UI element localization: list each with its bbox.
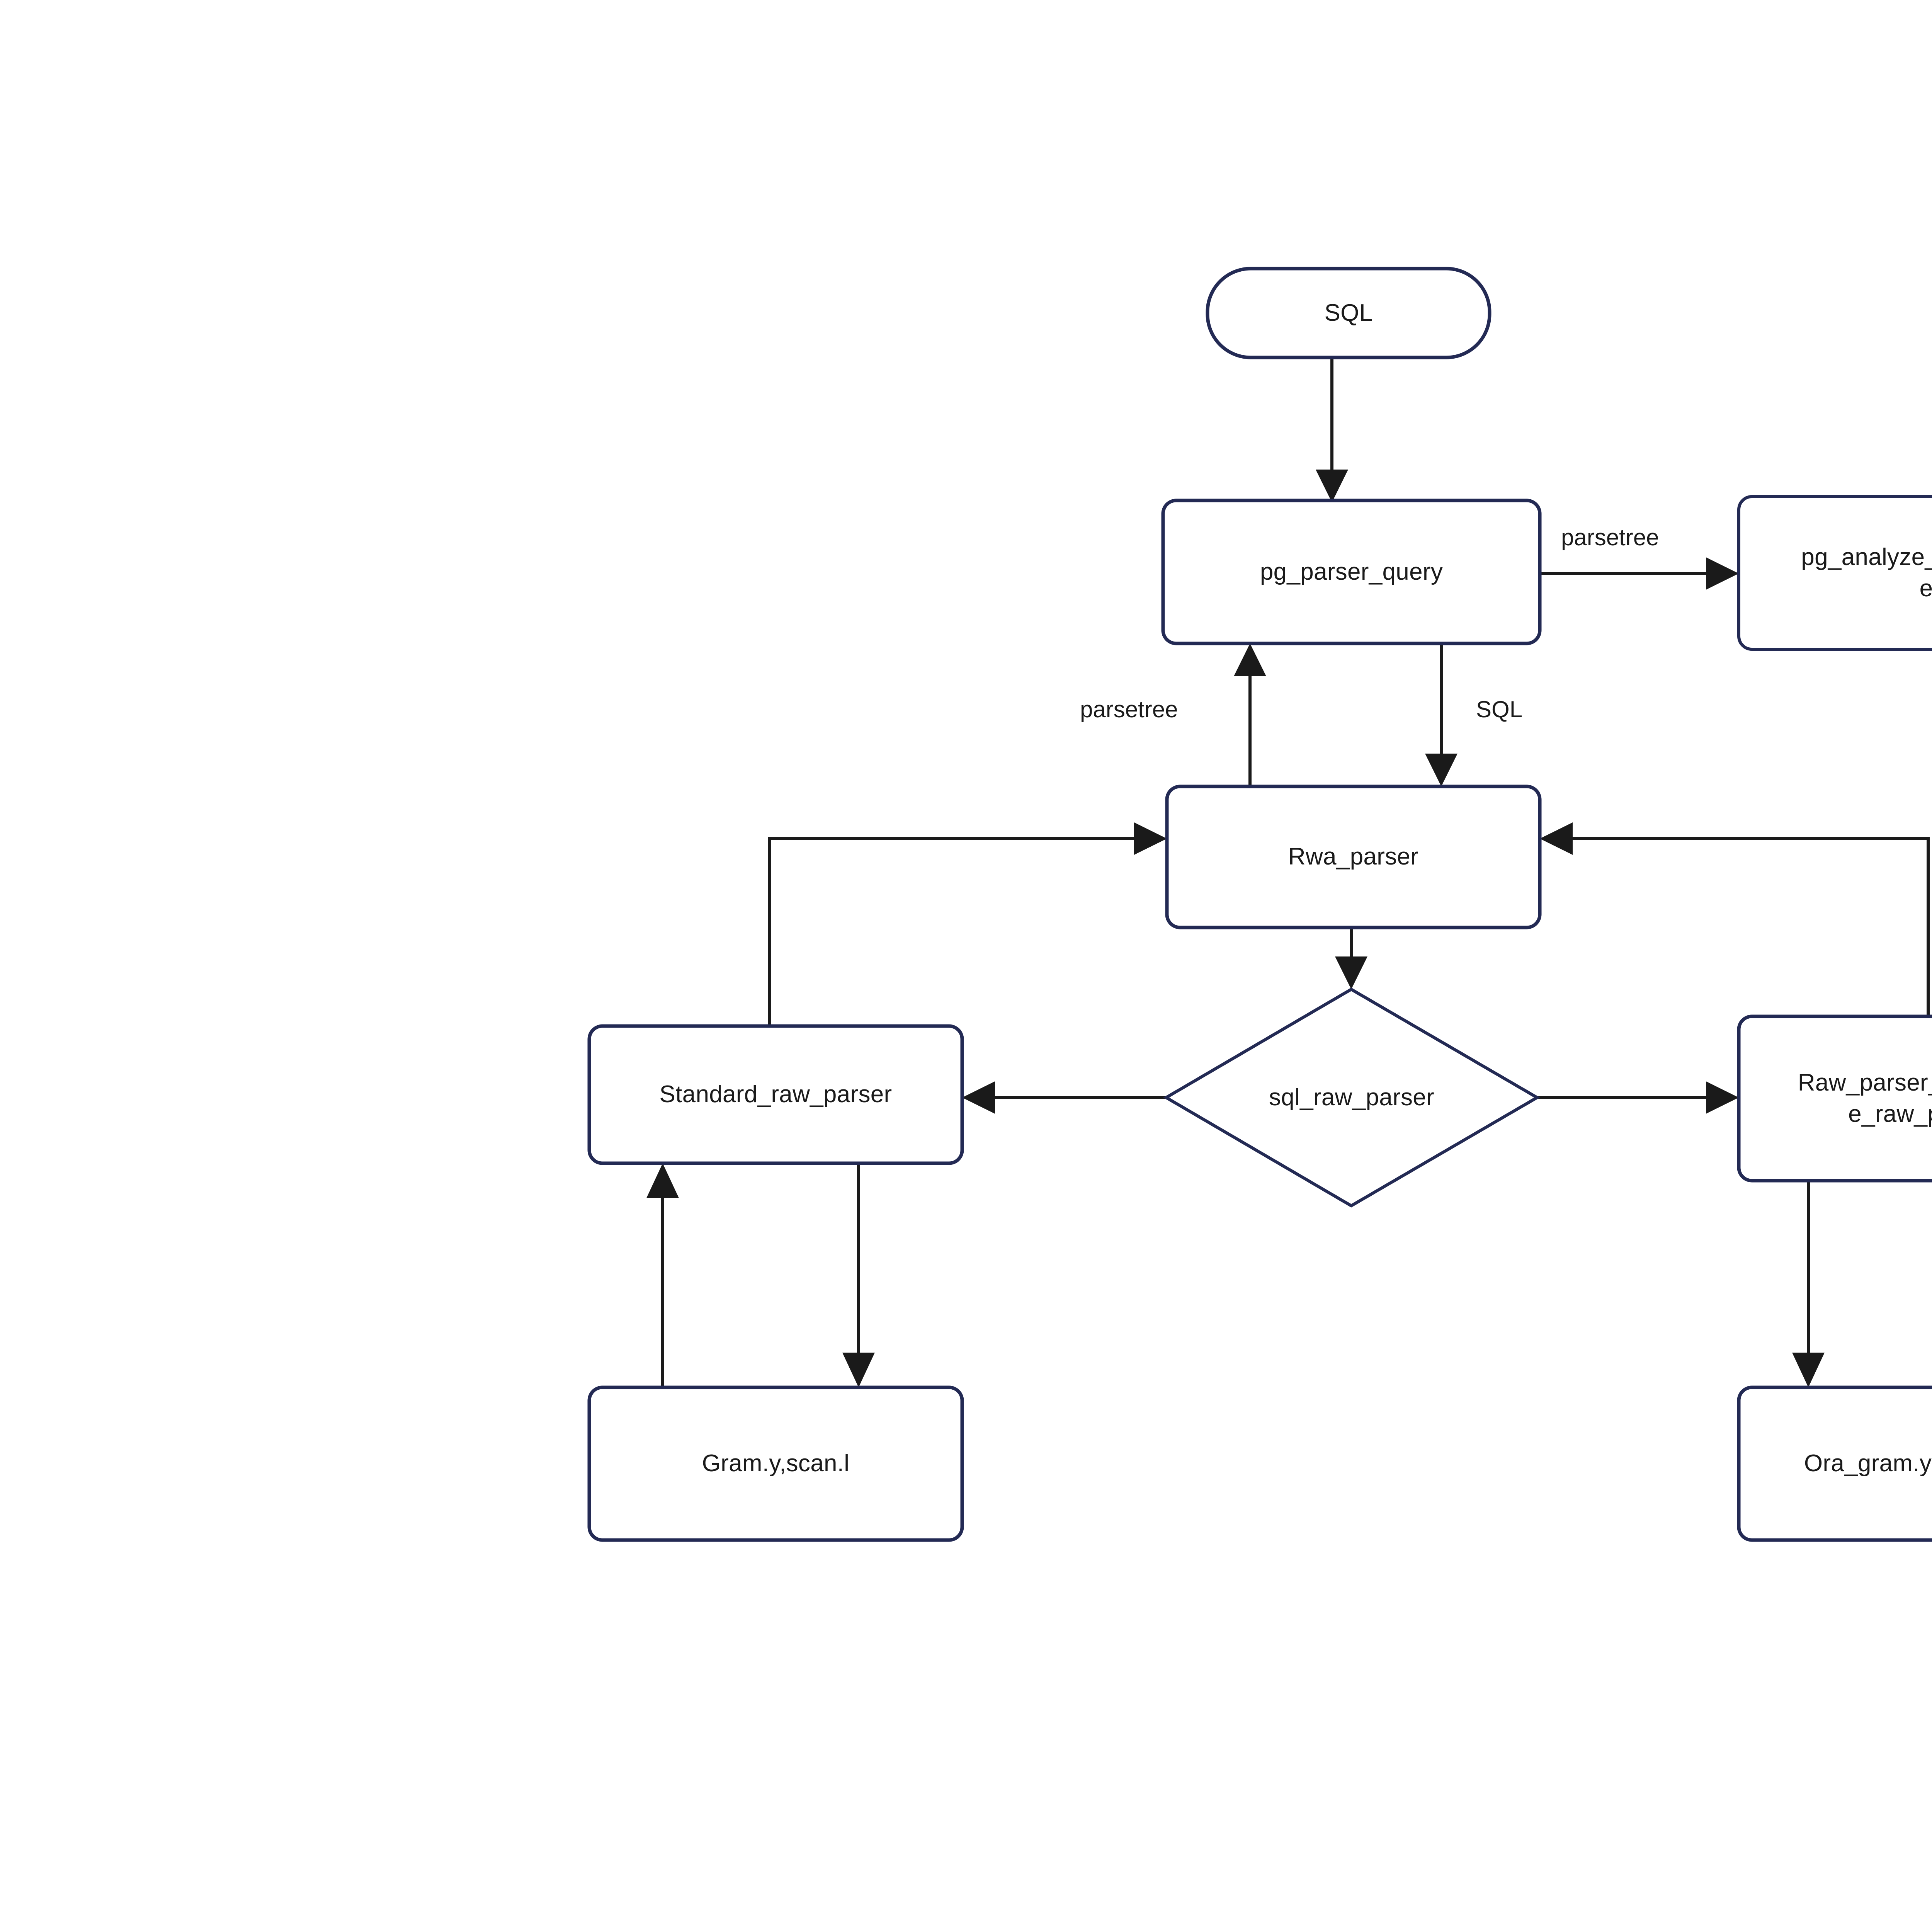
edge-sql-raw-parser-to-standard-raw-parser <box>962 1081 1166 1114</box>
node-sql-raw-parser-shape[interactable] <box>1163 987 1540 1208</box>
node-sql-shape[interactable] <box>1206 267 1492 359</box>
edge-pg-parser-to-rwa-parser <box>1425 643 1458 786</box>
edge-raw-parser-hook-to-rwa-parser <box>1540 822 1930 1016</box>
edge-standard-raw-parser-to-gram <box>842 1163 875 1387</box>
node-pg-parser-query-shape[interactable] <box>1161 499 1542 645</box>
edge-label-sql-to-rwa-parser: SQL <box>1476 696 1523 722</box>
node-ora-gram-scan-shape[interactable] <box>1737 1385 1932 1542</box>
edge-pg-parser-to-pg-analyze <box>1540 557 1739 590</box>
node-standard-raw-parser-shape[interactable] <box>587 1024 964 1165</box>
node-raw-parser-hook-shape[interactable] <box>1737 1014 1932 1183</box>
edge-rwa-parser-to-pg-parser <box>1234 643 1266 786</box>
node-gram-scan-shape[interactable] <box>587 1385 964 1542</box>
edge-sql-to-pg-parser <box>1316 357 1348 502</box>
edge-standard-raw-parser-to-rwa-parser <box>768 822 1167 1026</box>
node-rwa-parser-shape[interactable] <box>1165 785 1542 929</box>
edge-label-parsetree-to-analyze: parsetree <box>1561 524 1659 550</box>
node-pg-analyze-and-rewrite-shape[interactable] <box>1737 495 1932 651</box>
edge-rwa-parser-to-sql-raw-parser <box>1335 928 1367 989</box>
edge-gram-to-standard-raw-parser <box>646 1163 679 1387</box>
edge-raw-parser-hook-to-ora-gram <box>1792 1181 1825 1387</box>
edge-label-parsetree-to-pg-parser: parsetree <box>1080 696 1178 722</box>
edge-sql-raw-parser-to-raw-parser-hook <box>1537 1081 1739 1114</box>
